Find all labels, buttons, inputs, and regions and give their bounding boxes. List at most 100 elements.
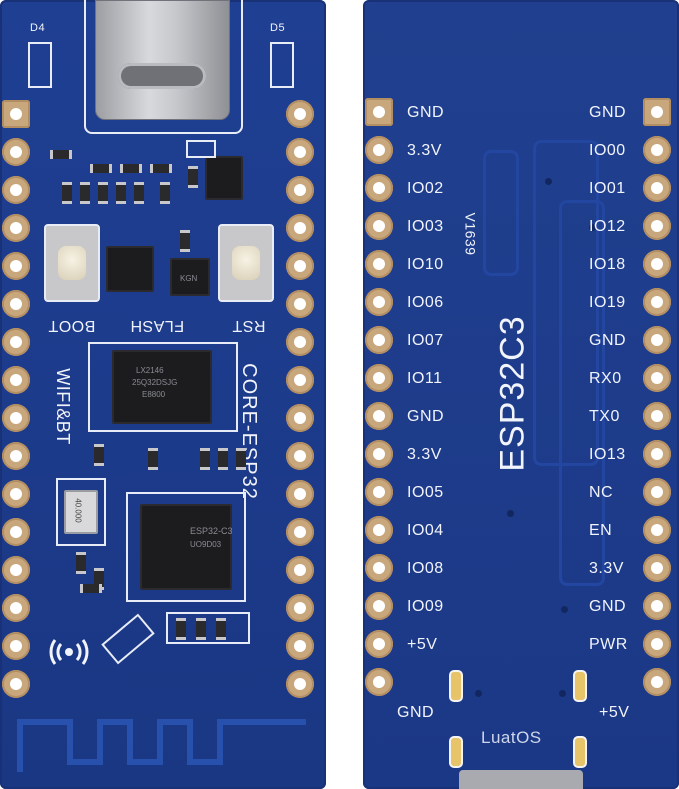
pin-label-right: IO12 bbox=[589, 218, 626, 235]
solder-pad bbox=[449, 736, 463, 768]
back-pin-right bbox=[643, 630, 671, 658]
small-chip: KGN bbox=[170, 258, 210, 296]
bottom-right-label: +5V bbox=[599, 704, 630, 721]
rst-button[interactable] bbox=[218, 224, 274, 302]
front-pin bbox=[286, 594, 314, 622]
front-pin bbox=[2, 252, 30, 280]
smd-component bbox=[116, 182, 126, 204]
chip-title: ESP32C3 bbox=[493, 315, 532, 472]
pcb-trace bbox=[533, 140, 599, 466]
led-label-d5: D5 bbox=[270, 22, 286, 34]
pin-label-left: IO03 bbox=[407, 218, 444, 235]
smd-component bbox=[218, 448, 228, 470]
back-pin-right bbox=[643, 98, 671, 126]
smd-component bbox=[80, 584, 102, 593]
front-pin bbox=[286, 290, 314, 318]
board-front: D4 D5 BOOT FLASH RST KGN bbox=[0, 0, 326, 789]
front-pin bbox=[2, 100, 30, 128]
front-pin bbox=[286, 404, 314, 432]
pin-label-left: IO07 bbox=[407, 332, 444, 349]
solder-pad bbox=[573, 670, 587, 702]
small-chip-text: KGN bbox=[180, 274, 198, 283]
smd-component bbox=[200, 448, 210, 470]
boot-button[interactable] bbox=[44, 224, 100, 302]
back-pin-right bbox=[643, 478, 671, 506]
usb-serial-chip bbox=[106, 246, 154, 292]
pcb-antenna bbox=[10, 702, 316, 782]
button-label-rst: RST bbox=[232, 317, 266, 334]
front-pin bbox=[286, 442, 314, 470]
back-pin-right bbox=[643, 288, 671, 316]
flash-text-2: 25Q32DSJG bbox=[132, 378, 178, 387]
antenna-icon bbox=[44, 626, 94, 666]
pin-label-right: PWR bbox=[589, 636, 628, 653]
usb-frame bbox=[84, 0, 243, 134]
back-pin-left bbox=[365, 174, 393, 202]
pin-label-left: 3.3V bbox=[407, 142, 442, 159]
usb-c-connector bbox=[95, 0, 230, 120]
back-pin-left bbox=[365, 554, 393, 582]
esp32-c3-chip: ESP32-C3 UO9D03 bbox=[140, 504, 233, 590]
via bbox=[559, 690, 566, 697]
smd-component bbox=[50, 150, 72, 159]
front-pin bbox=[286, 632, 314, 660]
back-pin-left bbox=[365, 136, 393, 164]
front-pin bbox=[2, 632, 30, 660]
back-pin-right bbox=[643, 402, 671, 430]
back-pin-left bbox=[365, 402, 393, 430]
front-pin bbox=[2, 290, 30, 318]
front-pin bbox=[2, 594, 30, 622]
brand-label: LuatOS bbox=[481, 728, 542, 747]
flash-text-1: LX2146 bbox=[136, 366, 164, 375]
regulator-chip bbox=[205, 156, 243, 200]
solder-pad bbox=[573, 736, 587, 768]
back-pin-right bbox=[643, 136, 671, 164]
pin-label-left: IO08 bbox=[407, 560, 444, 577]
front-pin bbox=[286, 214, 314, 242]
board-label: CORE-ESP32 bbox=[237, 363, 260, 500]
back-pin-left bbox=[365, 630, 393, 658]
wifi-label: WIFI&BT bbox=[52, 368, 73, 445]
back-pin-right bbox=[643, 212, 671, 240]
pin-label-right: GND bbox=[589, 598, 627, 615]
bottom-left-label: GND bbox=[397, 704, 435, 721]
front-pin bbox=[286, 176, 314, 204]
pin-label-right: 3.3V bbox=[589, 560, 624, 577]
smd-component bbox=[148, 448, 158, 470]
pin-label-right: IO01 bbox=[589, 180, 626, 197]
solder-pad bbox=[449, 670, 463, 702]
led-label-d4: D4 bbox=[30, 22, 46, 34]
back-pin-left bbox=[365, 212, 393, 240]
smd-component bbox=[188, 166, 198, 188]
smd-component bbox=[160, 182, 170, 204]
back-pin-left bbox=[365, 288, 393, 316]
front-pin bbox=[286, 556, 314, 584]
smd-component bbox=[62, 182, 72, 204]
version-label: V1639 bbox=[462, 212, 479, 256]
smd-component bbox=[80, 182, 90, 204]
back-pin-right bbox=[643, 516, 671, 544]
button-label-flash: FLASH bbox=[130, 317, 185, 334]
flash-text-3: E8800 bbox=[142, 390, 166, 399]
front-pin bbox=[286, 252, 314, 280]
smd-component bbox=[216, 618, 226, 640]
smd-component bbox=[196, 618, 206, 640]
pin-label-right: NC bbox=[589, 484, 614, 501]
pin-label-right: GND bbox=[589, 104, 627, 121]
smd-component bbox=[134, 182, 144, 204]
back-pin-left bbox=[365, 326, 393, 354]
back-pin-right bbox=[643, 250, 671, 278]
back-pin-left bbox=[365, 364, 393, 392]
back-pin-left bbox=[365, 592, 393, 620]
pin-label-right: TX0 bbox=[589, 408, 620, 425]
back-pin-left bbox=[365, 250, 393, 278]
front-pin bbox=[286, 518, 314, 546]
pin-label-right: IO00 bbox=[589, 142, 626, 159]
pin-label-right: GND bbox=[589, 332, 627, 349]
pin-label-left: IO09 bbox=[407, 598, 444, 615]
front-pin bbox=[286, 366, 314, 394]
flash-frame bbox=[88, 342, 238, 432]
smd-component bbox=[76, 552, 86, 574]
front-pin bbox=[2, 442, 30, 470]
pin-label-left: GND bbox=[407, 408, 445, 425]
